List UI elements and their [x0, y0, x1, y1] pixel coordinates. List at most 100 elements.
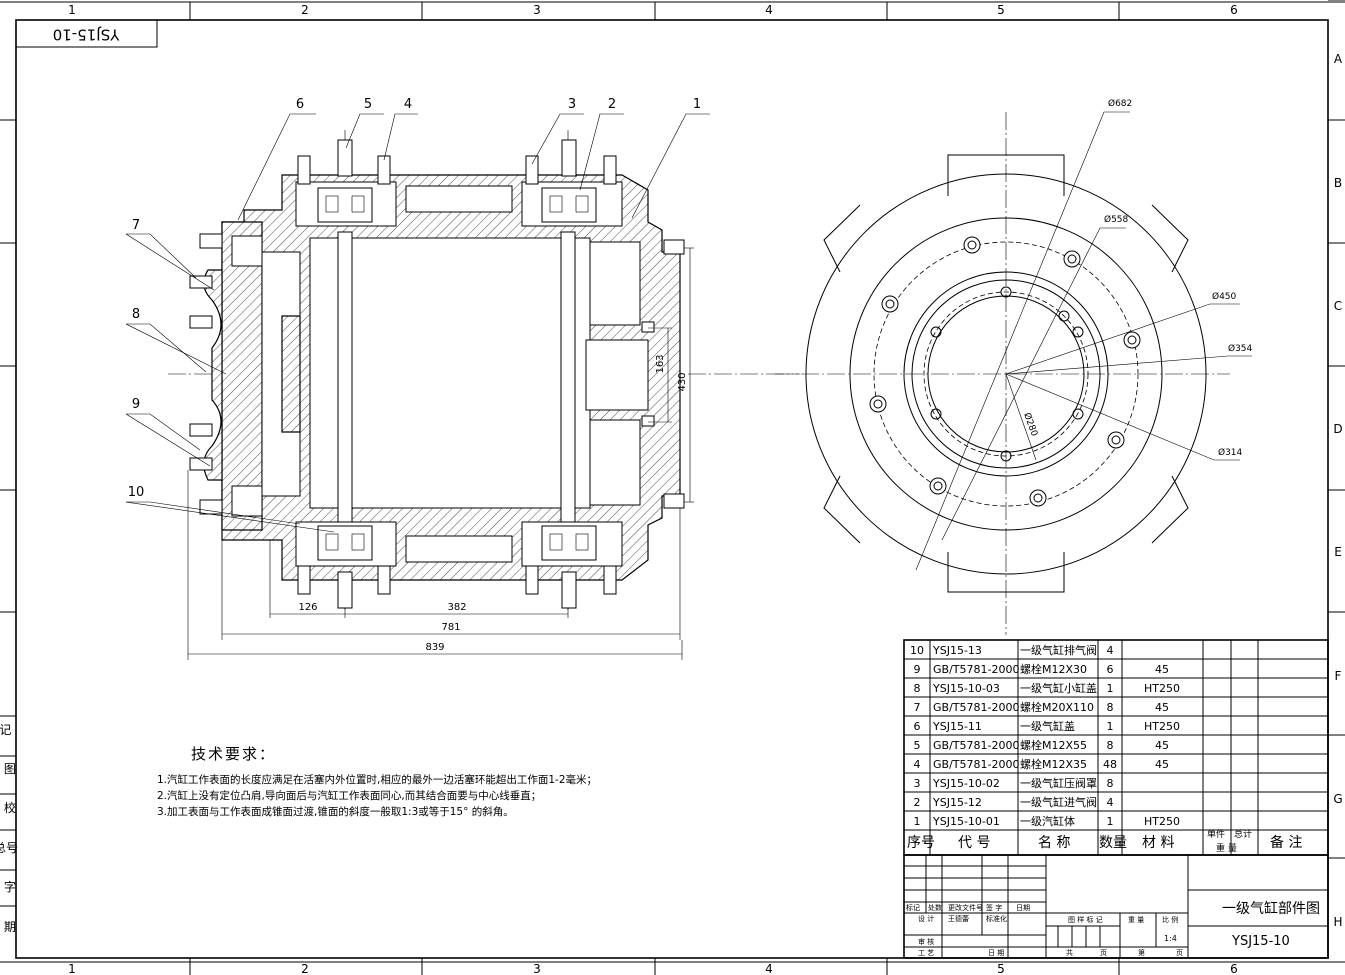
tb-date2: 日 期 [988, 949, 1004, 957]
bom-cell-qty: 48 [1103, 758, 1117, 771]
bom-header-weight: 重 量 [1216, 842, 1237, 854]
balloon-4: 4 [404, 97, 412, 112]
grid-col-2-bottom: 2 [301, 962, 309, 975]
grid-col-3-bottom: 3 [533, 962, 541, 975]
bom-cell-code: GB/T5781-2000 [933, 701, 1019, 714]
bom-cell-no: 3 [914, 777, 921, 790]
scale-value: 1:4 [1164, 934, 1177, 943]
bom-cell-name: 一级气缸进气阀 [1020, 795, 1097, 809]
front-section-view: 1 2 3 4 5 6 7 8 9 10 163 430 [125, 97, 800, 660]
dim-781: 781 [441, 622, 460, 633]
bom-cell-name: 一级气缸盖 [1020, 719, 1075, 733]
margin-label-register: 借(通)用件登记 [0, 722, 11, 737]
bom-header-qty: 数量 [1099, 835, 1127, 851]
balloon-7: 7 [132, 218, 140, 233]
bom-cell-name: 一级气缸压阀罩 [1020, 776, 1097, 790]
bom-cell-code: GB/T5781-2000 [933, 663, 1019, 676]
tb-scale-label: 比 例 [1162, 915, 1178, 924]
bom-cell-material: 45 [1155, 701, 1169, 714]
tb-count: 处数 [928, 903, 942, 912]
bom-cell-name: 一级气缸排气阀 [1020, 643, 1097, 657]
tb-page: 页 [1100, 949, 1107, 957]
tb-process: 工 艺 [918, 949, 934, 957]
tb-total: 共 [1066, 948, 1073, 957]
bom-cell-code: YSJ15-10-03 [932, 682, 1000, 695]
dim-d558: Ø558 [1104, 214, 1129, 225]
bom-header-remark: 备 注 [1270, 834, 1302, 851]
bom-cell-name: 一级气缸小缸盖 [1020, 681, 1097, 695]
grid-col-6-bottom: 6 [1230, 962, 1238, 975]
margin-label-old-no: 旧底图总号 [0, 840, 18, 855]
bom-cell-no: 5 [914, 739, 921, 752]
tb-design: 设 计 [918, 914, 934, 923]
margin-label-trace: 描 图 [0, 762, 16, 776]
bom-cell-no: 10 [910, 644, 924, 657]
bom-header-unit-weight: 单件 [1207, 828, 1225, 840]
bom-cell-code: YSJ15-10-02 [932, 777, 1000, 790]
balloon-10: 10 [128, 485, 145, 500]
tb-sign: 签 字 [986, 903, 1002, 912]
dim-d354: Ø354 [1228, 343, 1253, 354]
margin-label-sign: 签 字 [0, 879, 16, 894]
bom-cell-material: 45 [1155, 739, 1169, 752]
tb-designer: 王德蕾 [948, 914, 969, 923]
bom-cell-name: 一级汽缸体 [1020, 814, 1075, 828]
tb-doc: 更改文件号 [948, 903, 983, 912]
bom-cell-qty: 6 [1107, 663, 1114, 676]
grid-col-4-bottom: 4 [765, 962, 773, 975]
bom-cell-name: 螺栓M12X35 [1020, 757, 1087, 771]
tb-date: 日期 [1016, 904, 1030, 912]
bom-cell-material: HT250 [1144, 682, 1180, 695]
side-view: Ø682 Ø558 Ø450 Ø354 Ø314 Ø280 [775, 98, 1253, 635]
dim-d314: Ø314 [1218, 447, 1243, 458]
tb-page2: 页 [1176, 949, 1183, 957]
dim-126: 126 [298, 602, 317, 613]
bom-cell-code: YSJ15-12 [932, 796, 982, 809]
grid-col-2: 2 [301, 3, 309, 17]
grid-col-6: 6 [1230, 3, 1238, 17]
dim-d450: Ø450 [1212, 291, 1237, 302]
grid-row-c: C [1334, 299, 1342, 313]
bom-header-name: 名 称 [1038, 835, 1070, 851]
dim-430: 430 [677, 372, 688, 391]
dim-163: 163 [655, 354, 666, 373]
balloon-9: 9 [132, 397, 140, 412]
title-block: 一级气缸部件图 YSJ15-10 1:4 标记 处数 更改文件号 签 字 日期 … [903, 854, 1329, 959]
tb-of: 第 [1138, 948, 1145, 957]
bom-cell-no: 4 [914, 758, 921, 771]
tech-item-1: 1.汽缸工作表面的长度应满足在活塞内外位置时,相应的最外一边活塞环能超出工作面1… [157, 774, 598, 786]
dim-382: 382 [447, 602, 466, 613]
bom-cell-no: 8 [914, 682, 921, 695]
grid-row-f: F [1335, 669, 1342, 683]
part-name: 一级气缸部件图 [1222, 900, 1320, 917]
bom-cell-qty: 4 [1107, 796, 1114, 809]
grid-row-a: A [1334, 52, 1343, 66]
bom-cell-name: 螺栓M12X55 [1020, 738, 1087, 752]
bom-cell-qty: 1 [1107, 682, 1114, 695]
grid-row-d: D [1333, 422, 1342, 436]
tb-weight: 重 量 [1128, 916, 1144, 924]
bom-cell-no: 9 [914, 663, 921, 676]
bom-cell-no: 2 [914, 796, 921, 809]
grid-row-b: B [1334, 176, 1342, 190]
dim-839: 839 [425, 642, 444, 653]
tb-check: 审 核 [918, 937, 934, 946]
grid-col-1: 1 [68, 3, 76, 17]
bom-cell-material: HT250 [1144, 720, 1180, 733]
bom-cell-code: YSJ15-10-01 [932, 815, 1000, 828]
bom-header-material: 材 料 [1142, 835, 1174, 851]
bom-header-total-weight: 总计 [1234, 828, 1252, 840]
tb-mark: 标记 [906, 903, 920, 912]
tb-figure-mark: 图 样 标 记 [1068, 915, 1103, 924]
bom-cell-qty: 1 [1107, 815, 1114, 828]
bom-cell-qty: 8 [1107, 777, 1114, 790]
bom-cell-qty: 8 [1107, 701, 1114, 714]
tech-item-2: 2.汽缸上没有定位凸肩,导向面后与汽缸工作表面同心,而其结合面要与中心线垂直； [157, 790, 542, 802]
bom-cell-qty: 8 [1107, 739, 1114, 752]
tech-title: 技术要求： [191, 745, 277, 763]
balloon-1: 1 [693, 97, 701, 112]
bom-cell-qty: 1 [1107, 720, 1114, 733]
